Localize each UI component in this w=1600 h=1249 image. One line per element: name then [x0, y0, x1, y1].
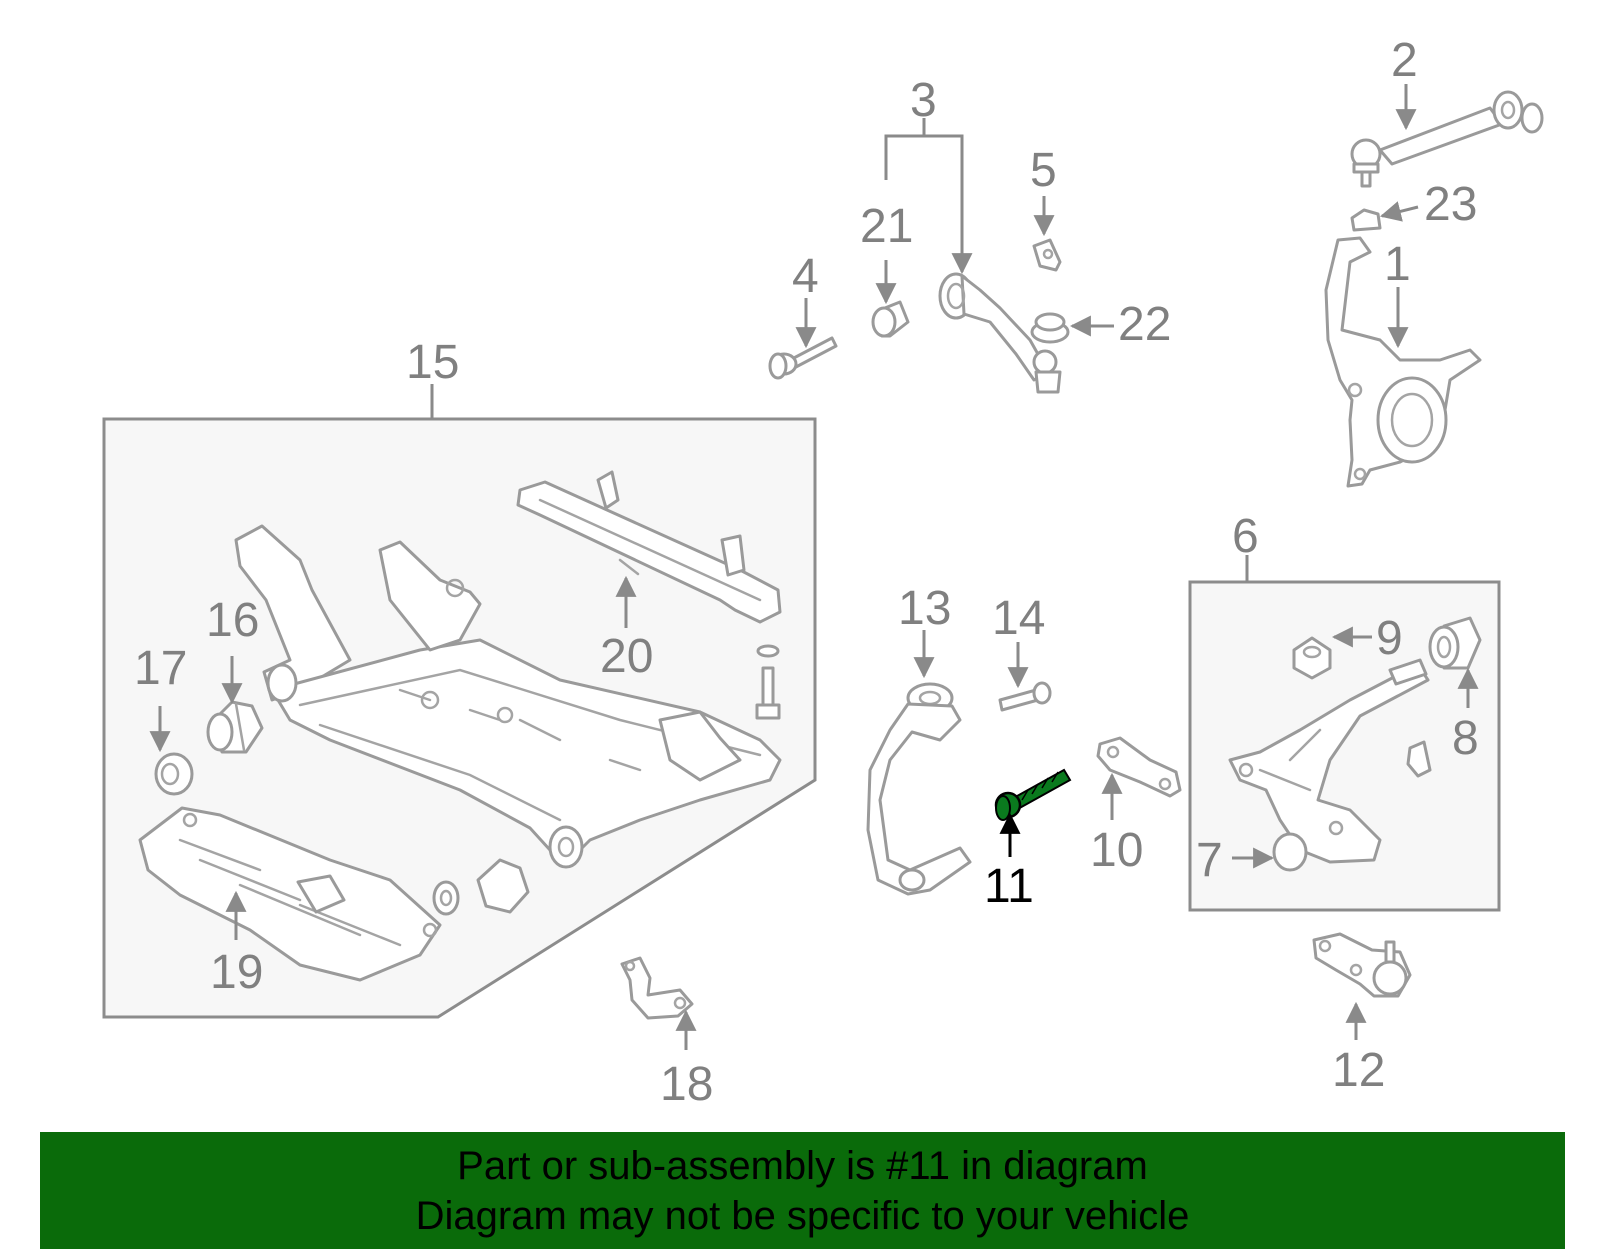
- callout-10: 10: [1090, 824, 1143, 877]
- part-19-skid-plate[interactable]: [138, 806, 442, 982]
- part-8-bushing[interactable]: [1428, 616, 1482, 670]
- callout-1: 1: [1384, 238, 1411, 291]
- part-14-bolt[interactable]: [998, 681, 1052, 712]
- callout-11: 11: [984, 860, 1034, 913]
- part-3-upper-arm[interactable]: [938, 272, 1062, 394]
- callout-3: 3: [910, 74, 937, 127]
- part-5-clip[interactable]: [1032, 238, 1062, 272]
- part-16-bushing[interactable]: [206, 700, 264, 754]
- callout-20: 20: [600, 630, 653, 683]
- part-12-ball-joint[interactable]: [1312, 932, 1412, 998]
- callout-15: 15: [406, 336, 459, 389]
- callout-6: 6: [1232, 510, 1259, 563]
- banner-line-part: Part or sub-assembly is #11 in diagram: [457, 1143, 1148, 1188]
- callout-21: 21: [860, 200, 913, 253]
- leader-23: [1379, 201, 1419, 222]
- callout-14: 14: [992, 592, 1045, 645]
- part-11-bolt-highlighted[interactable]: [994, 768, 1072, 821]
- callout-16: 16: [206, 594, 259, 647]
- callout-22: 22: [1118, 298, 1171, 351]
- part-17-washer[interactable]: [154, 752, 194, 796]
- part-10-bracket[interactable]: [1096, 736, 1182, 798]
- callout-8: 8: [1452, 712, 1479, 765]
- callout-4: 4: [792, 250, 819, 303]
- rear-mount-bushing: [432, 858, 530, 916]
- callout-5: 5: [1030, 144, 1057, 197]
- callout-18: 18: [660, 1058, 713, 1111]
- callout-12: 12: [1332, 1044, 1385, 1097]
- callout-23: 23: [1424, 178, 1477, 231]
- callout-7: 7: [1196, 834, 1223, 887]
- part-2-upper-link[interactable]: [1350, 90, 1544, 188]
- part-21-bushing[interactable]: [871, 300, 910, 338]
- crossmember-bolt: [755, 644, 781, 720]
- part-15-subframe[interactable]: [234, 524, 782, 869]
- callout-19: 19: [210, 946, 263, 999]
- callout-17: 17: [134, 642, 187, 695]
- part-13-tension-arm[interactable]: [866, 682, 972, 896]
- part-23-cap[interactable]: [1350, 208, 1382, 232]
- part-20-front-crossmember[interactable]: [516, 470, 782, 624]
- part-9-nut[interactable]: [1292, 636, 1332, 680]
- disclaimer-banner: Part or sub-assembly is #11 in diagram D…: [40, 1132, 1565, 1249]
- part-22-bushing[interactable]: [1030, 312, 1070, 344]
- part-1-steering-knuckle[interactable]: [1324, 236, 1482, 488]
- leader-3-bracket: [884, 118, 964, 180]
- callout-9: 9: [1376, 612, 1403, 665]
- banner-line-disclaimer: Diagram may not be specific to your vehi…: [415, 1193, 1190, 1238]
- small-clip: [1406, 740, 1432, 778]
- part-6-lower-control-arm[interactable]: [1228, 658, 1430, 872]
- callout-13: 13: [898, 582, 951, 635]
- part-4-bolt[interactable]: [768, 336, 838, 380]
- part-18-bracket[interactable]: [620, 956, 694, 1020]
- callout-2: 2: [1391, 34, 1418, 87]
